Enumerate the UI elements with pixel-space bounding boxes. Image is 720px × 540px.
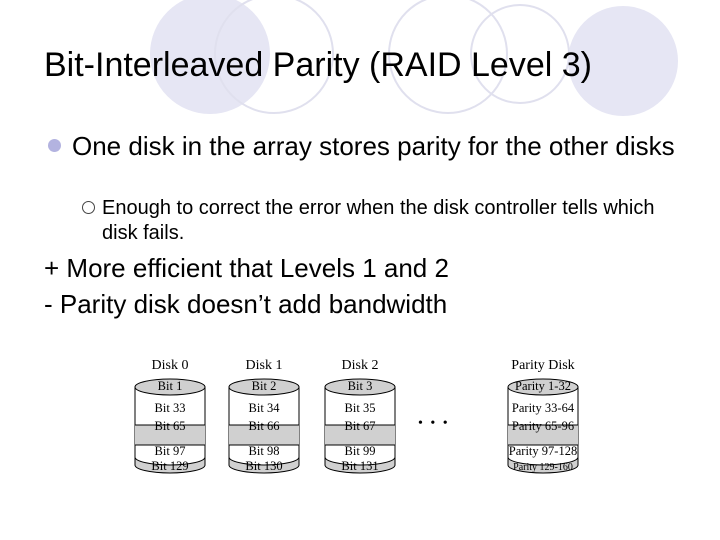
minus-line: - Parity disk doesn’t add bandwidth xyxy=(44,289,448,319)
disk-0-cell: Bit 1 xyxy=(157,379,183,393)
decor-circle-2 xyxy=(214,0,334,114)
disk-1-cell: Bit 66 xyxy=(248,419,280,433)
disk-0-cell: Bit 129 xyxy=(151,459,189,473)
parity-disk-cell: Parity 97-128 xyxy=(508,444,578,458)
slide-title: Bit-Interleaved Parity (RAID Level 3) xyxy=(44,46,592,84)
disk-2-label: Disk 2 xyxy=(341,358,379,373)
disk-2-cell: Bit 99 xyxy=(344,444,376,458)
bullet-1-text: One disk in the array stores parity for … xyxy=(72,131,675,161)
disk-2: Bit 3 Bit 35 Bit 67 Bit 99 Bit 131 xyxy=(324,378,396,474)
disk-1-cell: Bit 130 xyxy=(245,459,283,473)
disk-0-cell: Bit 33 xyxy=(154,401,186,415)
decor-circle-5 xyxy=(568,6,678,116)
disk-1-cell: Bit 34 xyxy=(248,401,280,415)
disk-1-cell: Bit 2 xyxy=(251,379,277,393)
bullet-dot-icon xyxy=(48,139,61,152)
parity-disk-cylinder-icon xyxy=(507,378,579,474)
disk-1-cylinder-icon xyxy=(228,378,300,474)
disk-0-cell: Bit 65 xyxy=(154,419,186,433)
parity-disk-cell: Parity 129-160 xyxy=(513,462,573,473)
disk-2-cylinder-icon xyxy=(324,378,396,474)
plus-line: + More efficient that Levels 1 and 2 xyxy=(44,253,449,283)
disk-1-cell: Bit 98 xyxy=(248,444,280,458)
ellipsis-dots: • • • xyxy=(418,416,450,431)
bullet-1: One disk in the array stores parity for … xyxy=(48,130,688,162)
disk-1-label: Disk 1 xyxy=(245,358,283,373)
disk-2-cell: Bit 67 xyxy=(344,419,376,433)
parity-disk-label: Parity Disk xyxy=(511,358,575,373)
sub-bullet: Enough to correct the error when the dis… xyxy=(82,196,692,246)
bullet-ring-icon xyxy=(82,201,95,214)
disk-2-cell: Bit 131 xyxy=(341,459,379,473)
parity-disk-cell: Parity 1-32 xyxy=(515,379,571,393)
disk-2-cell: Bit 3 xyxy=(347,379,373,393)
disk-0-cylinder-icon xyxy=(134,378,206,474)
disk-0-label: Disk 0 xyxy=(151,358,189,373)
disk-1: Bit 2 Bit 34 Bit 66 Bit 98 Bit 130 xyxy=(228,378,300,474)
parity-disk-cell: Parity 65-96 xyxy=(511,419,575,433)
parity-disk: Parity 1-32 Parity 33-64 Parity 65-96 Pa… xyxy=(507,378,579,474)
parity-disk-cell: Parity 33-64 xyxy=(511,401,575,415)
sub-bullet-text: Enough to correct the error when the dis… xyxy=(102,197,655,244)
disk-0: Bit 1 Bit 33 Bit 65 Bit 97 Bit 129 xyxy=(134,378,206,474)
disk-2-cell: Bit 35 xyxy=(344,401,376,415)
disk-0-cell: Bit 97 xyxy=(154,444,186,458)
